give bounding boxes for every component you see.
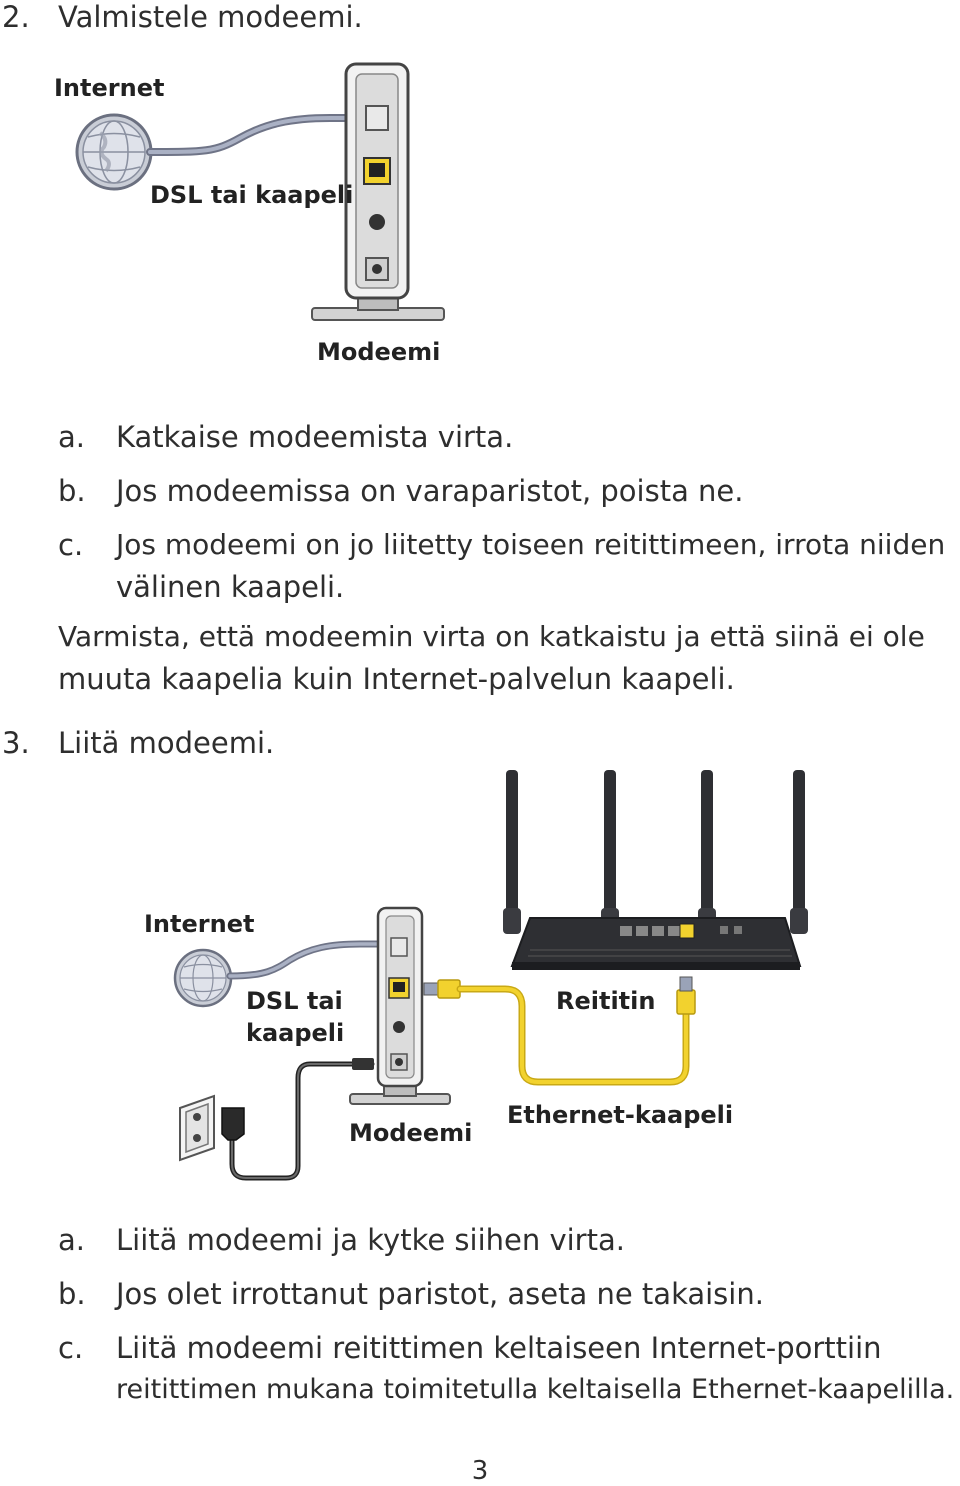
step-3c-text-line2: reitittimen mukana toimitetulla keltaise… bbox=[116, 1374, 955, 1405]
step-3-title: Liitä modeemi. bbox=[58, 726, 275, 760]
internet-globe-icon-2 bbox=[173, 948, 233, 1008]
diagram1-modem-label: Modeemi bbox=[317, 338, 441, 366]
step-2-title: Valmistele modeemi. bbox=[58, 0, 363, 34]
step-2b-text: Jos modeemissa on varaparistot, poista n… bbox=[116, 474, 744, 508]
wall-outlet-icon bbox=[179, 1094, 215, 1162]
diagram2-ethernet-label: Ethernet-kaapeli bbox=[507, 1101, 734, 1129]
step-3b-text: Jos olet irrottanut paristot, aseta ne t… bbox=[116, 1277, 764, 1311]
diagram1-cable-label: DSL tai kaapeli bbox=[150, 181, 354, 209]
page-number: 3 bbox=[471, 1456, 489, 1486]
modem-device bbox=[311, 62, 445, 321]
step-2c-text-line2: välinen kaapeli. bbox=[116, 570, 345, 604]
router-device bbox=[503, 770, 808, 970]
diagram2-router-label: Reititin bbox=[556, 987, 656, 1015]
step-3a-text: Liitä modeemi ja kytke siihen virta. bbox=[116, 1223, 625, 1257]
diagram2-cable-label-1: DSL tai bbox=[246, 987, 343, 1015]
step-2a-text: Katkaise modeemista virta. bbox=[116, 420, 514, 454]
step-3a-marker: a. bbox=[58, 1223, 85, 1257]
step-3c-text-line1: Liitä modeemi reitittimen keltaiseen Int… bbox=[116, 1331, 882, 1365]
diagram2-modem-label: Modeemi bbox=[349, 1119, 473, 1147]
step-3b-marker: b. bbox=[58, 1277, 86, 1311]
modem-device-2 bbox=[349, 906, 451, 1105]
step-2c-marker: c. bbox=[58, 528, 84, 562]
power-cable bbox=[221, 1058, 375, 1181]
step-2-note-line1: Varmista, että modeemin virta on katkais… bbox=[58, 620, 925, 653]
step-2-note-line2: muuta kaapelia kuin Internet-palvelun ka… bbox=[58, 662, 735, 696]
diagram2-internet-label: Internet bbox=[144, 910, 255, 938]
step-2-number: 2. bbox=[2, 0, 30, 34]
step-2b-marker: b. bbox=[58, 474, 86, 508]
diagram2-cable-label-2: kaapeli bbox=[246, 1019, 345, 1047]
step-3c-marker: c. bbox=[58, 1331, 84, 1365]
step-2c-text-line1: Jos modeemi on jo liitetty toiseen reiti… bbox=[116, 528, 946, 561]
internet-globe-icon bbox=[75, 113, 153, 191]
step-3-number: 3. bbox=[2, 726, 30, 760]
diagram1-internet-label: Internet bbox=[54, 74, 165, 102]
step-2a-marker: a. bbox=[58, 420, 85, 454]
ethernet-cable bbox=[423, 976, 696, 1086]
